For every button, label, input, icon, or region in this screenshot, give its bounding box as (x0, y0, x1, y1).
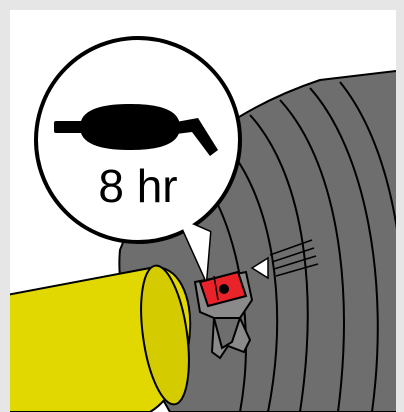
duration-label: 8 hr (98, 160, 177, 212)
